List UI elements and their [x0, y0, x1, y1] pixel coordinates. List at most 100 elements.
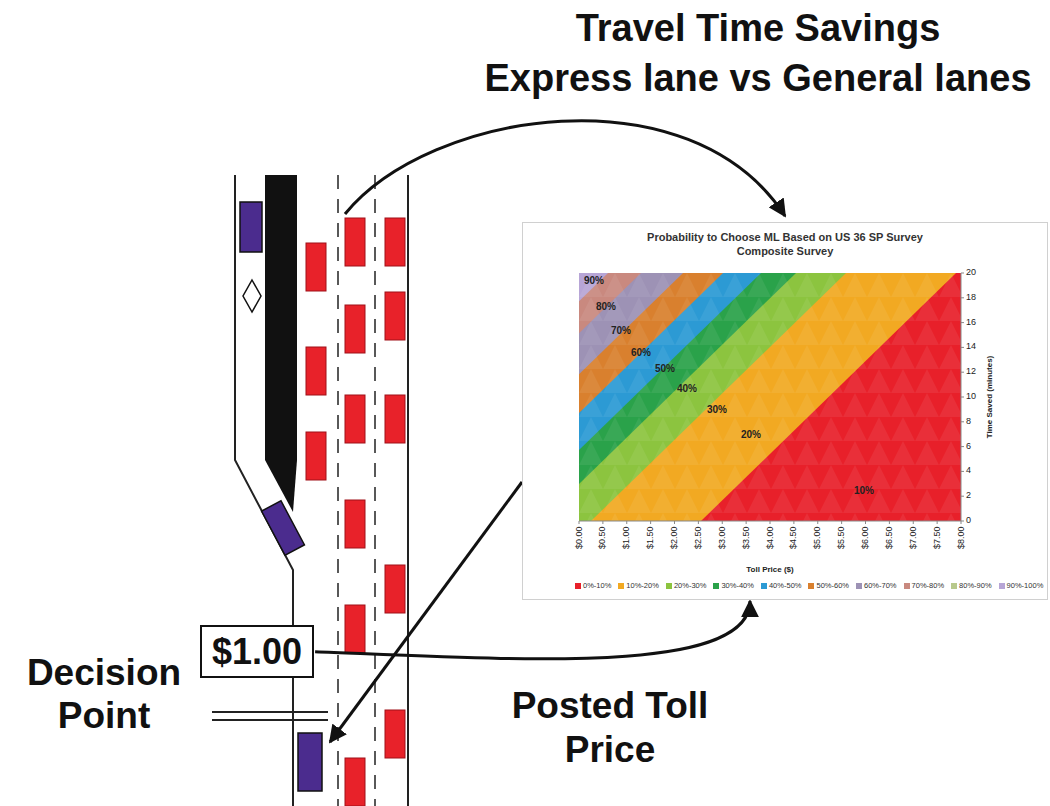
texture: [723, 345, 747, 369]
texture: [843, 513, 867, 521]
texture: [699, 273, 723, 297]
tick-label: 8: [966, 416, 971, 427]
tick-mark: [961, 322, 964, 323]
texture: [843, 417, 867, 441]
texture: [723, 297, 747, 321]
tick-label: $6.00: [860, 526, 871, 549]
tick-label: $0.50: [597, 526, 608, 549]
tick-label: 10: [966, 391, 976, 402]
legend-text: 90%-100%: [1007, 581, 1044, 590]
tick-mark: [913, 521, 914, 524]
toll-sign: $1.00: [200, 625, 314, 678]
texture: [627, 273, 651, 297]
texture: [747, 393, 771, 417]
texture: [699, 321, 723, 345]
legend-text: 80%-90%: [959, 581, 992, 590]
tick-label: $4.00: [765, 526, 776, 549]
texture: [723, 273, 747, 297]
texture: [651, 417, 675, 441]
texture: [675, 465, 699, 489]
tick-mark: [889, 521, 890, 524]
diamond-symbol: [243, 280, 261, 312]
texture: [675, 441, 699, 465]
texture: [771, 369, 795, 393]
texture: [603, 489, 627, 513]
decision-line: [212, 711, 328, 713]
axis-title: Time Saved (minutes): [985, 356, 994, 439]
texture: [747, 369, 771, 393]
legend-text: 50%-60%: [816, 581, 849, 590]
texture: [747, 513, 771, 521]
tick-label: $7.00: [908, 526, 919, 549]
legend-item: 20%-30%: [666, 581, 707, 590]
texture: [939, 489, 961, 513]
legend-swatch: [575, 583, 581, 589]
legend-item: 60%-70%: [856, 581, 897, 590]
texture: [675, 417, 699, 441]
texture: [819, 441, 843, 465]
texture: [747, 441, 771, 465]
texture: [699, 369, 723, 393]
legend-text: 70%-80%: [912, 581, 945, 590]
tick-label: $1.00: [621, 526, 632, 549]
texture: [915, 345, 939, 369]
express-car: [262, 501, 305, 555]
texture: [579, 345, 603, 369]
texture: [915, 321, 939, 345]
tick-mark: [770, 521, 771, 524]
texture: [891, 441, 915, 465]
texture: [651, 465, 675, 489]
legend-item: 30%-40%: [713, 581, 754, 590]
texture: [795, 417, 819, 441]
callout-label: Decision Point: [8, 652, 200, 737]
chart-title: Probability to Choose ML Based on US 36 …: [523, 231, 1047, 243]
tick-mark: [961, 421, 964, 422]
texture: [915, 297, 939, 321]
car: [345, 758, 365, 806]
tick-mark: [746, 521, 747, 524]
car: [345, 305, 365, 353]
texture: [843, 441, 867, 465]
texture: [795, 489, 819, 513]
legend-swatch: [618, 583, 624, 589]
texture: [651, 489, 675, 513]
texture: [603, 393, 627, 417]
texture: [891, 393, 915, 417]
legend-item: 50%-60%: [808, 581, 849, 590]
contour-label: 70%: [611, 325, 631, 336]
texture: [891, 513, 915, 521]
texture: [699, 441, 723, 465]
texture: [771, 273, 795, 297]
tick-mark: [793, 521, 794, 524]
texture: [579, 321, 603, 345]
tick-mark: [937, 521, 938, 524]
tick-mark: [626, 521, 627, 524]
texture: [939, 345, 961, 369]
texture: [627, 513, 651, 521]
texture: [675, 369, 699, 393]
texture: [627, 465, 651, 489]
car: [385, 395, 405, 443]
texture: [891, 297, 915, 321]
tick-label: $6.50: [884, 526, 895, 549]
car: [345, 395, 365, 443]
texture: [627, 441, 651, 465]
legend-swatch: [999, 583, 1005, 589]
texture: [915, 465, 939, 489]
texture: [627, 345, 651, 369]
texture: [795, 321, 819, 345]
texture: [699, 297, 723, 321]
texture: [579, 441, 603, 465]
texture: [771, 489, 795, 513]
leader-arrow: [345, 121, 785, 216]
texture: [603, 369, 627, 393]
texture: [651, 321, 675, 345]
car: [385, 292, 405, 340]
texture: [579, 465, 603, 489]
texture: [579, 417, 603, 441]
texture: [771, 321, 795, 345]
texture: [699, 465, 723, 489]
car: [345, 500, 365, 548]
legend-text: 20%-30%: [674, 581, 707, 590]
car: [306, 432, 326, 480]
